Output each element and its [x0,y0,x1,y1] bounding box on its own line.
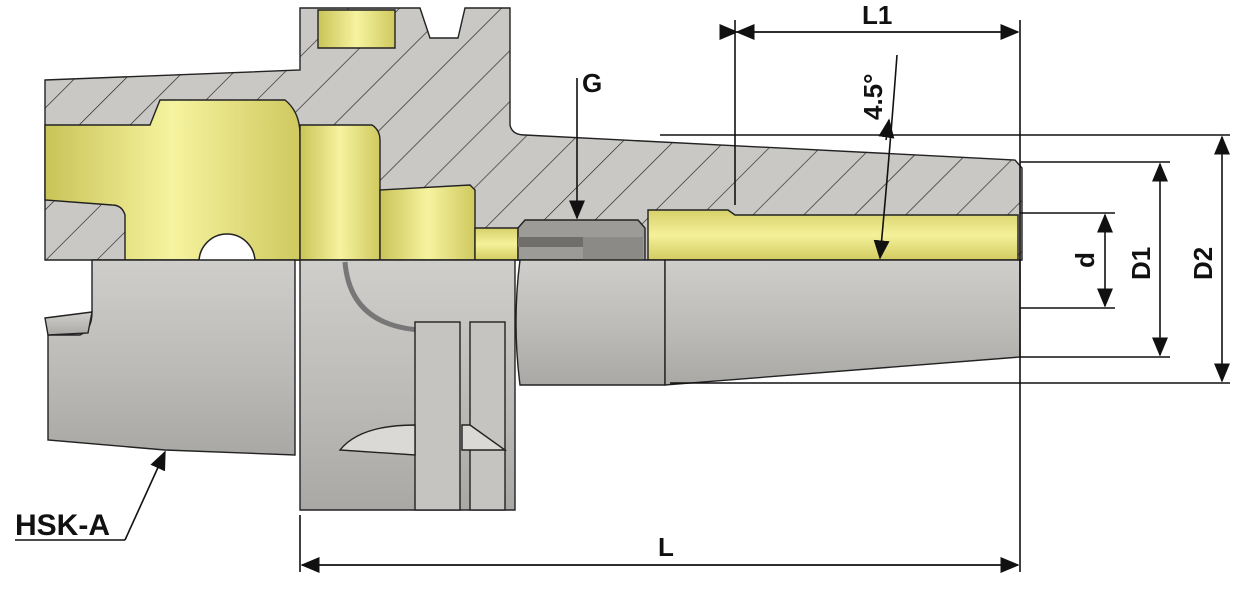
set-screw [517,219,646,261]
hsk-a-label: HSK-A [15,509,110,542]
drawbar-parts [44,9,1019,291]
dimension-label-d: d [1070,252,1100,268]
dimension-label-l: L [658,532,674,562]
dimension-label-d1: D1 [1126,247,1156,280]
angle-label: 4.5° [858,73,888,120]
dimension-label-g: G [582,68,602,98]
dimension-label-d2: D2 [1188,247,1218,280]
dimension-label-l1: L1 [862,0,892,30]
dimensions [15,20,1230,573]
holder-exterior [44,259,1021,511]
